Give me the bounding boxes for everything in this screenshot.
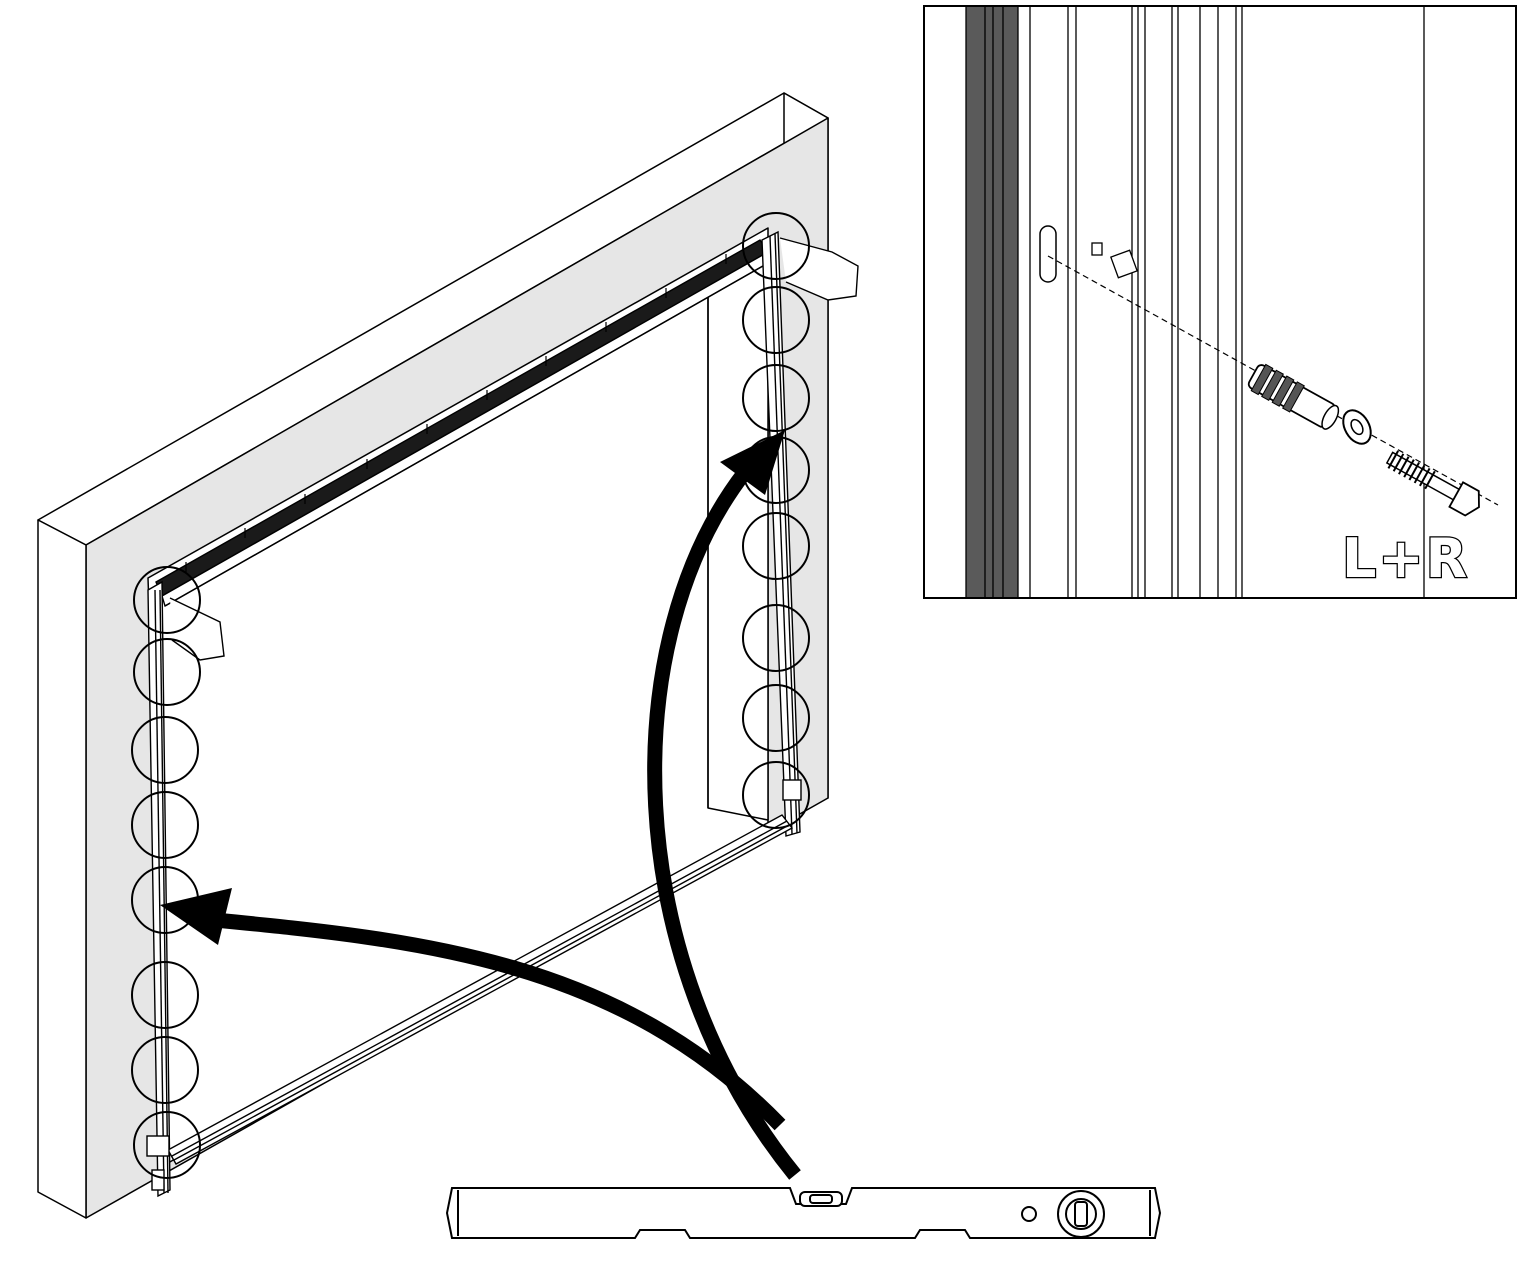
detail-label: L+R [1342, 527, 1469, 590]
spirit-level-icon [445, 1187, 1162, 1239]
washer-icon [1342, 409, 1372, 445]
door-frame-icon [146, 230, 859, 1198]
arrow-icon [160, 430, 801, 1180]
wall-plug-icon [1247, 363, 1340, 430]
screw-icon [1385, 450, 1480, 517]
fixing-slot [1039, 225, 1057, 283]
detail-inset: L+R [923, 5, 1517, 599]
